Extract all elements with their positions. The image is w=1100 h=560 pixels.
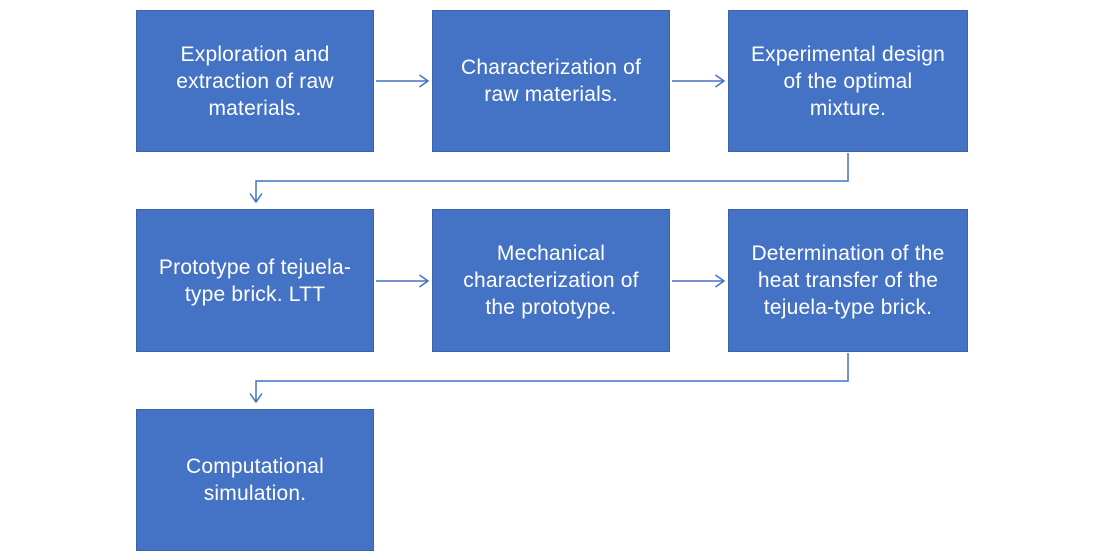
flow-step-3: Experimental design of the optimal mixtu… bbox=[728, 10, 968, 152]
flow-step-2: Characterization of raw materials. bbox=[432, 10, 670, 152]
flow-step-1: Exploration and extraction of raw materi… bbox=[136, 10, 374, 152]
flow-step-1-label: Exploration and extraction of raw materi… bbox=[176, 42, 334, 120]
flow-step-4: Prototype of tejuela- type brick. LTT bbox=[136, 209, 374, 352]
flow-step-3-label: Experimental design of the optimal mixtu… bbox=[750, 42, 946, 120]
flow-step-7: Computational simulation. bbox=[136, 409, 374, 551]
elbow-arrow-step3-step4 bbox=[249, 153, 849, 204]
flow-step-2-label: Characterization of raw materials. bbox=[460, 56, 642, 106]
flow-step-7-label: Computational simulation. bbox=[185, 455, 324, 505]
flow-step-6-label: Determination of the heat transfer of th… bbox=[751, 242, 945, 319]
elbow-arrow-step6-step7 bbox=[249, 353, 849, 404]
flow-step-4-label: Prototype of tejuela- type brick. LTT bbox=[158, 255, 352, 306]
flow-step-5-label: Mechanical characterization of the proto… bbox=[463, 242, 639, 319]
flow-step-6: Determination of the heat transfer of th… bbox=[728, 209, 968, 352]
flow-step-5: Mechanical characterization of the proto… bbox=[432, 209, 670, 352]
